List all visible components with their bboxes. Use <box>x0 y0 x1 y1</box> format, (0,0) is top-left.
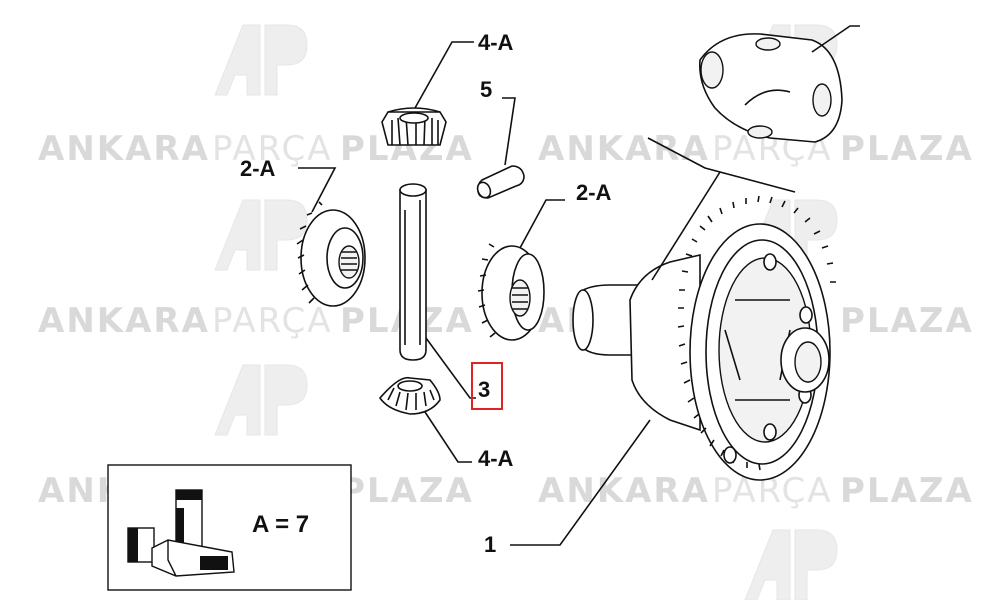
watermark-word: PARÇA <box>212 301 333 341</box>
side-gear-left <box>296 201 366 307</box>
leader-gear-right <box>519 199 565 249</box>
shaft-pin <box>399 183 427 361</box>
guide-line <box>647 137 796 193</box>
watermark-logo-icon <box>744 529 838 600</box>
quantity-legend: A = 7 <box>107 464 352 591</box>
watermark-word: ANKARA <box>38 129 210 169</box>
leader-gear-left <box>298 167 337 213</box>
watermark-word: PLAZA <box>840 471 974 511</box>
watermark-logo-icon <box>214 199 308 271</box>
watermark-word: ANKARA <box>538 129 710 169</box>
bevel-gear-bottom <box>378 376 441 415</box>
label-gear-right: 2-A <box>576 180 612 205</box>
leader-pin-small <box>502 97 516 166</box>
bevel-gear-top <box>381 107 447 146</box>
watermark-word: PLAZA <box>840 129 974 169</box>
watermark-word: ANKARA <box>538 471 710 511</box>
ring-gear-teeth <box>677 195 836 471</box>
label-housing: 1 <box>484 532 496 557</box>
label-gear-top: 4-A <box>478 30 514 55</box>
watermark-word: ANKARA <box>38 301 210 341</box>
watermark-logo-icon <box>214 24 308 96</box>
legend-text: A = 7 <box>252 511 309 538</box>
label-pin-small: 5 <box>480 77 492 102</box>
pin-small <box>476 165 525 199</box>
leader-yoke <box>811 25 860 53</box>
leader-gear-top <box>414 41 474 109</box>
parts-pack-icon <box>127 489 235 577</box>
leader-housing <box>510 419 651 546</box>
side-gear-right <box>477 243 545 341</box>
label-gear-bottom: 4-A <box>478 446 514 471</box>
watermark-word: PARÇA <box>212 129 333 169</box>
leader-shaft <box>425 337 476 399</box>
carrier-yoke <box>698 33 843 143</box>
highlight-box <box>471 362 503 410</box>
label-gear-left: 2-A <box>240 156 276 181</box>
differential-housing <box>572 195 836 481</box>
guide-line <box>651 171 721 281</box>
watermark-word: PLAZA <box>840 301 974 341</box>
watermark-word: PLAZA <box>340 471 474 511</box>
label-shaft: 3 <box>478 377 490 402</box>
leader-gear-bottom <box>424 411 472 463</box>
watermark-logo-icon <box>214 364 308 436</box>
